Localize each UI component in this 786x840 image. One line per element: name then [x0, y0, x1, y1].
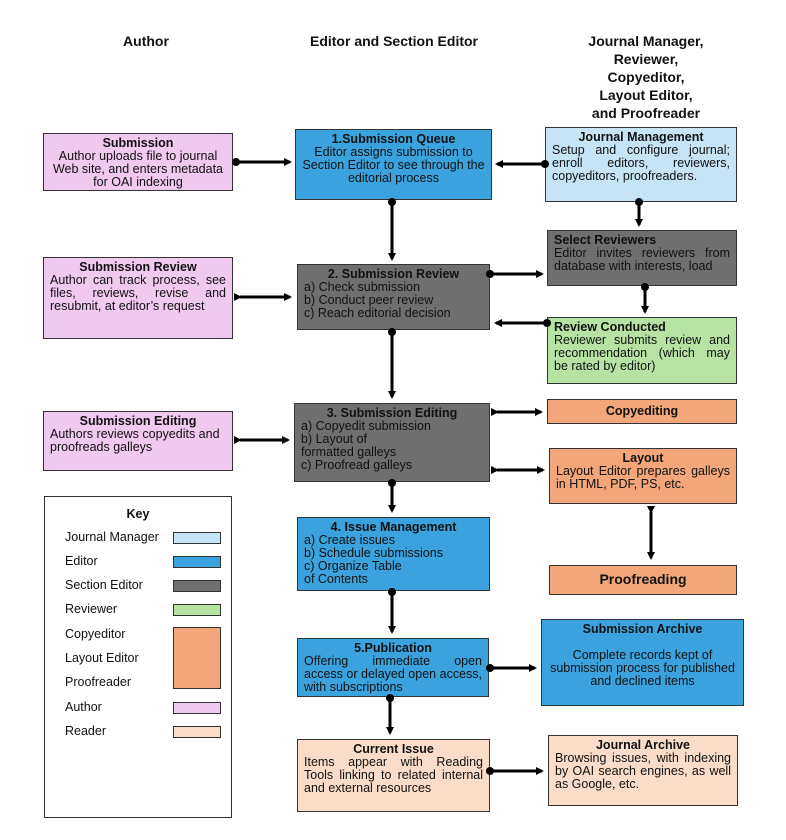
box-body: Editor assigns submission to Section Edi…	[302, 145, 485, 185]
box-title: 3. Submission Editing	[326, 406, 458, 420]
box-title: Select Reviewers	[554, 233, 657, 247]
legend-label: Reviewer	[65, 602, 118, 616]
header-others-line: Reviewer,	[613, 51, 679, 67]
box-item: a) Create issues	[304, 533, 396, 547]
box-body: Layout Editor prepares galleys in HTML, …	[556, 464, 730, 491]
submission-editing-box: 3. Submission Editing a) Copyedit submis…	[294, 403, 490, 482]
select-reviewers-box: Select Reviewers Editor invites reviewer…	[547, 230, 737, 286]
header-others-line: Layout Editor,	[599, 87, 693, 103]
box-title: Submission Editing	[79, 414, 197, 428]
connector-dot	[388, 479, 396, 487]
connector-dot	[388, 588, 396, 596]
box-body: Offering immediate open access or delaye…	[304, 654, 482, 694]
box-title: 2. Submission Review	[327, 267, 460, 281]
header-others-line: Copyeditor,	[607, 69, 685, 85]
connector-dot	[541, 160, 549, 168]
box-title: Layout	[622, 451, 664, 465]
connector-dot	[232, 158, 240, 166]
box-title: Copyediting	[605, 404, 679, 418]
box-title: Current Issue	[353, 742, 434, 756]
connector-dot	[486, 270, 494, 278]
legend-label: Journal Manager	[65, 530, 159, 544]
header-editor: Editor and Section Editor	[309, 33, 478, 49]
box-item: b) Schedule submissions	[304, 546, 443, 560]
connector-dot	[486, 664, 494, 672]
legend-label: Layout Editor	[65, 651, 139, 665]
box-body: Editor invites reviewers from database w…	[554, 246, 730, 273]
box-item: a) Copyedit submission	[301, 419, 431, 433]
journal-archive-box: Journal Archive Browsing issues, with in…	[548, 735, 738, 806]
box-title: Proofreading	[599, 571, 687, 587]
box-body: Items appear with Reading Tools linking …	[304, 755, 483, 795]
legend-label: Editor	[65, 554, 98, 568]
legend-swatch	[173, 556, 221, 568]
box-body: Author uploads file to journal Web site,…	[52, 149, 223, 189]
connector-dot	[388, 328, 396, 336]
box-title: Submission Archive	[582, 622, 703, 636]
box-body: Authors reviews copyedits and proofreads…	[50, 427, 220, 454]
copyediting-box: Copyediting	[547, 399, 737, 424]
submission-archive-box: Submission Archive Complete records kept…	[541, 619, 744, 706]
author-submission-box: Submission Author uploads file to journa…	[43, 133, 233, 191]
legend-swatch	[173, 726, 221, 738]
header-others-line: Journal Manager,	[588, 33, 704, 49]
box-item: c) Reach editorial decision	[304, 306, 451, 320]
current-issue-box: Current Issue Items appear with Reading …	[297, 739, 490, 812]
box-item: c) Proofread galleys	[301, 458, 413, 472]
box-body: Complete records kept of submission proc…	[550, 648, 735, 688]
layout-box: Layout Layout Editor prepares galleys in…	[549, 448, 737, 504]
legend-swatch	[173, 627, 221, 689]
box-body: Setup and configure journal; enroll edit…	[552, 143, 730, 183]
legend-label: Copyeditor	[65, 627, 126, 641]
legend-label: Author	[65, 700, 102, 714]
box-body: Reviewer submits review and recommendati…	[554, 333, 730, 373]
connector-dot	[543, 319, 551, 327]
box-title: Journal Management	[578, 130, 704, 144]
legend-label: Section Editor	[65, 578, 143, 592]
legend-swatch	[173, 532, 221, 544]
legend-title: Key	[126, 507, 150, 521]
box-body: Author can track process, see files, rev…	[50, 273, 226, 313]
box-body: Browsing issues, with indexing by OAI se…	[555, 751, 731, 791]
connector-dot	[386, 694, 394, 702]
box-item: b) Conduct peer review	[304, 293, 434, 307]
connector-dot	[388, 198, 396, 206]
legend-swatch	[173, 604, 221, 616]
box-title: Review Conducted	[554, 320, 666, 334]
box-item: b) Layout of formatted galleys	[301, 432, 397, 459]
legend-swatch	[173, 580, 221, 592]
box-title: 1.Submission Queue	[331, 132, 456, 146]
box-item: a) Check submission	[304, 280, 421, 294]
legend-label: Reader	[65, 724, 106, 738]
legend: Key Journal Manager Editor Section Edito…	[44, 496, 232, 818]
box-title: Journal Archive	[595, 738, 690, 752]
submission-review-box: 2. Submission Review a) Check submission…	[297, 264, 490, 330]
review-conducted-box: Review Conducted Reviewer submits review…	[547, 317, 737, 384]
author-review-box: Submission Review Author can track proce…	[43, 257, 233, 339]
box-title: Submission	[102, 136, 174, 150]
box-title: 5.Publication	[354, 641, 432, 655]
header-others-line: and Proofreader	[591, 105, 701, 121]
legend-swatch	[173, 702, 221, 714]
connector-dot	[486, 767, 494, 775]
author-editing-box: Submission Editing Authors reviews copye…	[43, 411, 233, 471]
box-title: Submission Review	[79, 260, 197, 274]
legend-label: Proofreader	[65, 675, 132, 689]
header-author: Author	[123, 33, 169, 49]
journal-management-box: Journal Management Setup and configure j…	[545, 127, 737, 202]
connector-dot	[635, 198, 643, 206]
connector-dot	[641, 283, 649, 291]
proofreading-box: Proofreading	[549, 565, 737, 595]
publication-box: 5.Publication Offering immediate open ac…	[297, 638, 489, 697]
issue-management-box: 4. Issue Management a) Create issues b) …	[297, 517, 490, 591]
box-title: 4. Issue Management	[330, 520, 457, 534]
header-others: Journal Manager, Reviewer, Copyeditor, L…	[556, 32, 736, 122]
box-item: c) Organize Table of Contents	[304, 559, 402, 586]
